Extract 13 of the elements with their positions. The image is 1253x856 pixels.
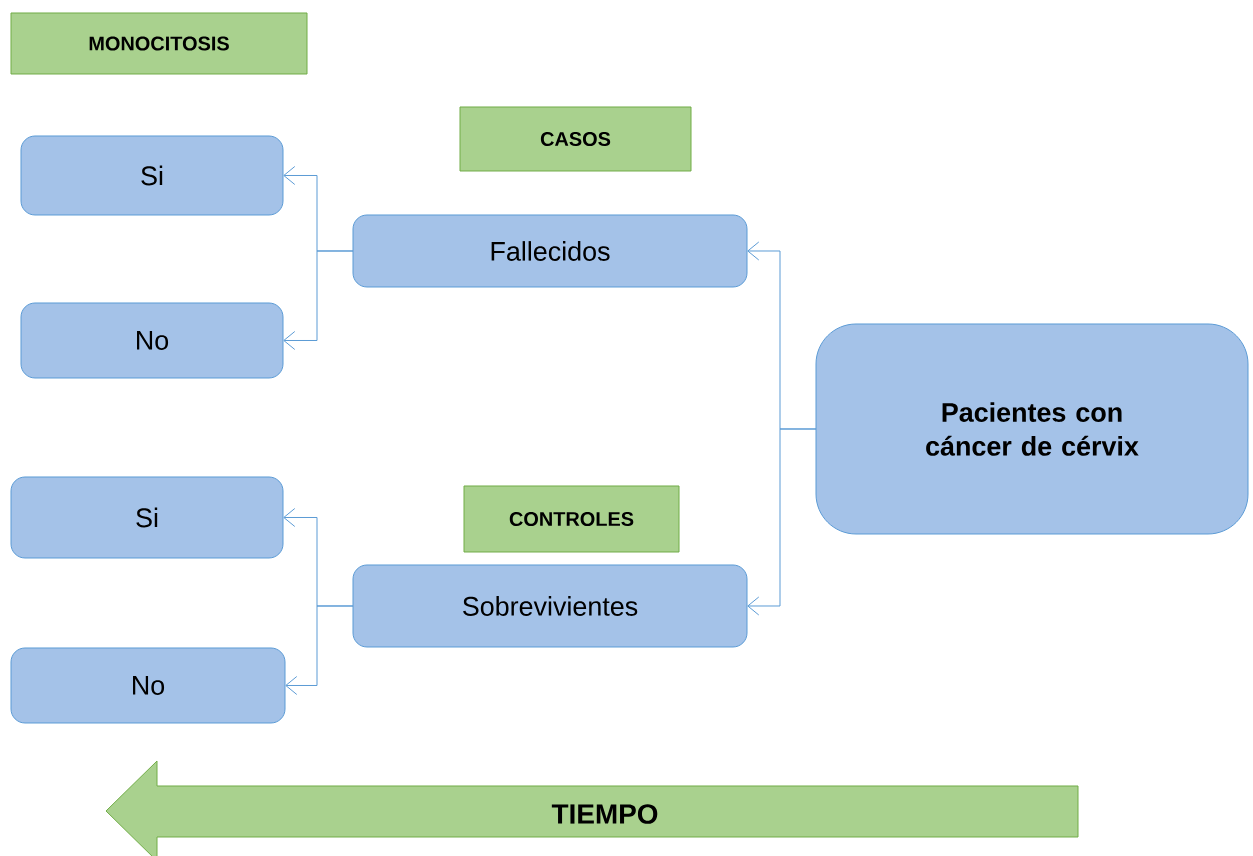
category-box: CONTROLES bbox=[463, 485, 680, 553]
arrow bbox=[285, 605, 354, 695]
category-box: CASOS bbox=[459, 106, 692, 172]
process-box: Sobrevivientes bbox=[352, 564, 748, 648]
process-box: Si bbox=[10, 476, 284, 559]
process-box: Pacientes con cáncer de cérvix bbox=[815, 323, 1249, 535]
process-box: No bbox=[10, 647, 286, 724]
category-box: MONOCITOSIS bbox=[10, 12, 308, 75]
process-box: No bbox=[20, 302, 284, 379]
process-box: Fallecidos bbox=[352, 214, 748, 288]
process-box: Si bbox=[20, 135, 284, 216]
arrow bbox=[747, 428, 817, 616]
arrow bbox=[283, 250, 354, 350]
